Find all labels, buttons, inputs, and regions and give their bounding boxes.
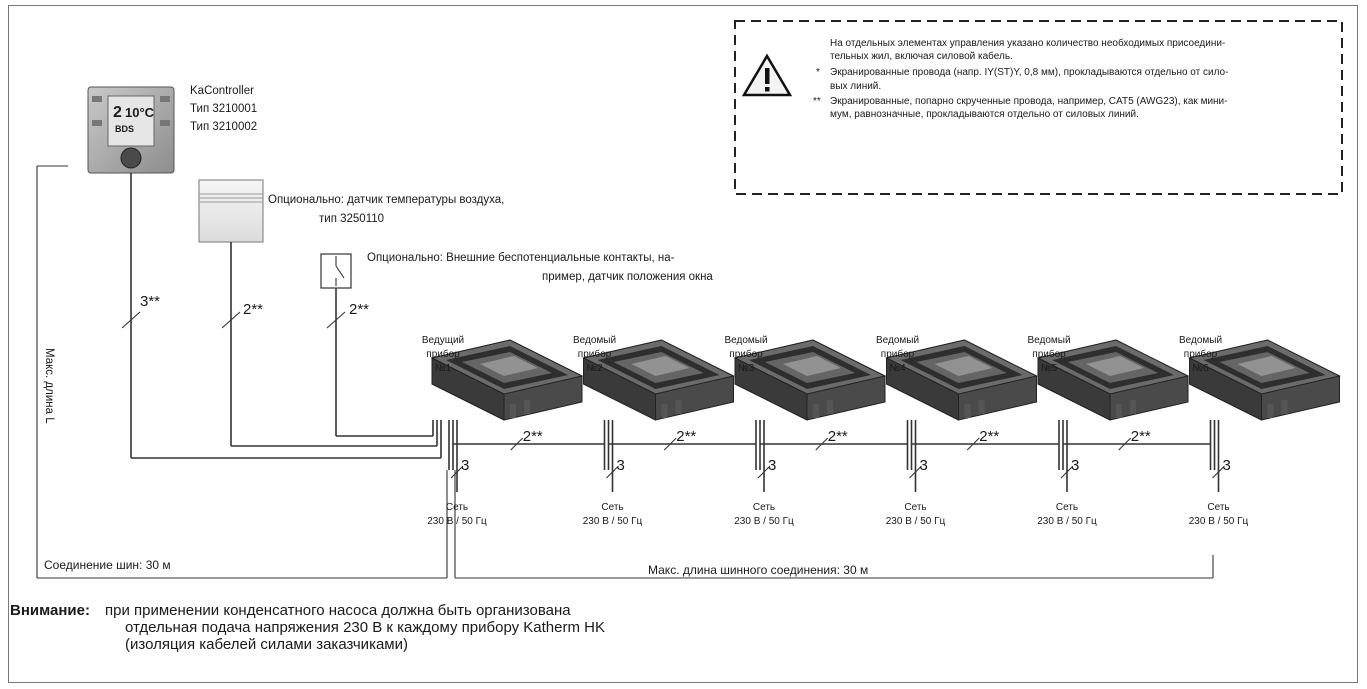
power-wire-tick	[450, 465, 464, 479]
contacts-label-1: Опционально: Внешние беспотенциальные ко…	[367, 252, 675, 264]
power-label-1: Сеть	[601, 502, 623, 513]
note-star2-line2: мум, равнозначные, прокладываются отдель…	[830, 109, 1139, 120]
device-label: №1	[435, 363, 452, 374]
power-wire-count: 3	[461, 457, 469, 474]
device-label: Ведомый	[573, 335, 616, 346]
device-label: №2	[586, 363, 603, 374]
display-code: BDS	[115, 124, 134, 134]
attention-line3: (изоляция кабелей силами заказчиками)	[125, 636, 408, 653]
controller-knob	[120, 147, 142, 169]
power-wire-count: 3	[617, 457, 625, 474]
power-label-1: Сеть	[446, 502, 468, 513]
device-label: №6	[1192, 363, 1209, 374]
notes-box: На отдельных элементах управления указан…	[734, 20, 1343, 195]
device-label: прибор	[426, 348, 460, 360]
device-label: прибор	[578, 348, 612, 360]
note-star1-line2: вых линий.	[830, 81, 881, 92]
max-length-vertical: Макс. длина L	[43, 348, 55, 424]
device-label: Ведущий	[422, 335, 464, 346]
power-wire-tick	[1212, 465, 1225, 479]
bus-wire-tick	[815, 437, 829, 451]
device-label: прибор	[881, 348, 915, 360]
power-wire-count: 3	[768, 457, 776, 474]
warning-triangle-icon	[741, 53, 793, 97]
power-wire-count: 3	[920, 457, 928, 474]
power-label-2: 230 В / 50 Гц	[734, 516, 794, 527]
bus-wire-count: 2**	[676, 428, 696, 445]
temperature-sensor	[198, 179, 264, 243]
device-label: Ведомый	[876, 335, 919, 346]
bus-wire-count: 2**	[828, 428, 848, 445]
bus-length-long: Макс. длина шинного соединения: 30 м	[648, 563, 868, 577]
bus-wire-tick	[663, 437, 677, 451]
controller-type2: Тип 3210002	[190, 121, 257, 133]
attention-line1: при применении конденсатного насоса долж…	[105, 602, 571, 619]
power-label-2: 230 В / 50 Гц	[886, 516, 946, 527]
device-label: прибор	[1032, 348, 1066, 360]
sensor-label-1: Опционально: датчик температуры воздуха,	[268, 194, 504, 206]
bus-wire-count: 2**	[979, 428, 999, 445]
power-wire-count: 3	[1071, 457, 1079, 474]
device-label: Ведомый	[724, 335, 767, 346]
device-label: прибор	[1184, 348, 1218, 360]
contacts-wire-count: 2**	[349, 301, 369, 318]
device-label: №3	[738, 363, 755, 374]
controller-name: KaController	[190, 85, 254, 97]
contacts-label-2: пример, датчик положения окна	[542, 271, 713, 283]
sensor-label-2: тип 3250110	[319, 213, 384, 225]
power-wire-tick	[909, 465, 922, 479]
power-wire-tick	[757, 465, 771, 479]
max-length-bracket	[36, 165, 1214, 579]
controller-wire-count: 3**	[140, 293, 160, 310]
bus-wire-tick	[1118, 437, 1132, 451]
bus-wire-count: 2**	[1131, 428, 1151, 445]
bus-wire-count: 2**	[523, 428, 543, 445]
note-star2-mark: **	[813, 96, 821, 107]
switch-contact-icon	[320, 253, 352, 289]
device-label: Ведомый	[1027, 335, 1070, 346]
power-wire-tick	[1060, 465, 1074, 479]
device-label: прибор	[729, 348, 763, 360]
power-label-1: Сеть	[904, 502, 926, 513]
note-star1-line1: Экранированные провода (напр. IY(ST)Y, 0…	[830, 67, 1228, 78]
display-digit: 2	[113, 104, 122, 121]
bus-length-short: Соединение шин: 30 м	[44, 558, 171, 572]
power-label-2: 230 В / 50 Гц	[427, 516, 487, 527]
device-label: №5	[1041, 363, 1058, 374]
attention-line2: отдельная подача напряжения 230 В к кажд…	[125, 619, 605, 636]
display-temp: 10°C	[125, 105, 155, 120]
controller-type1: Тип 3210001	[190, 103, 257, 115]
power-wire-count: 3	[1223, 457, 1231, 474]
power-label-1: Сеть	[1056, 502, 1078, 513]
input-wires	[121, 173, 442, 459]
note-star2-line1: Экранированные, попарно скрученные прово…	[830, 96, 1227, 107]
bus-wire-tick	[966, 437, 980, 451]
attention-label: Внимание:	[10, 602, 90, 619]
power-label-1: Сеть	[1207, 502, 1229, 513]
power-label-1: Сеть	[753, 502, 775, 513]
device-label: №4	[889, 363, 906, 374]
device-label: Ведомый	[1179, 335, 1222, 346]
power-label-2: 230 В / 50 Гц	[1037, 516, 1097, 527]
kacontroller-device: 2 10°C BDS	[87, 86, 175, 174]
bus-wire-tick	[510, 437, 524, 451]
note-line2: тельных жил, включая силовой кабель.	[830, 50, 1013, 62]
power-label-2: 230 В / 50 Гц	[583, 516, 643, 527]
power-label-2: 230 В / 50 Гц	[1189, 516, 1249, 527]
sensor-wire-count: 2**	[243, 301, 263, 318]
note-line1: На отдельных элементах управления указан…	[830, 37, 1225, 49]
note-star1-mark: *	[816, 67, 820, 78]
diagram-frame	[8, 5, 1358, 683]
power-wire-tick	[606, 465, 619, 479]
